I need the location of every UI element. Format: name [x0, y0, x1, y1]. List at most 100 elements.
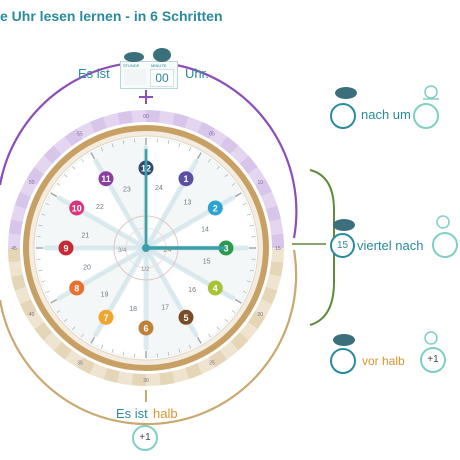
hour-24-number: 23 — [123, 187, 131, 194]
bottom-es-ist: Es ist — [116, 406, 148, 421]
hour-number: 11 — [101, 174, 111, 184]
time-display: STUNDE MINUTE 00 — [120, 61, 178, 89]
inner-label-quarter: 1/4 — [163, 248, 172, 254]
minute-tick — [64, 318, 68, 322]
minute-band-segment — [261, 286, 278, 305]
minute-tick — [45, 202, 50, 206]
top-uhr: Uhr. — [185, 66, 209, 81]
minute-tick — [196, 152, 202, 160]
hour-24-number: 20 — [83, 265, 91, 272]
hour-marker-circle — [178, 171, 194, 187]
inner-label-threequarter: 3/4 — [118, 248, 127, 254]
snail-icon-nach-um — [423, 85, 439, 100]
hours-box — [124, 69, 146, 85]
nach-um-bubble-right — [413, 103, 439, 129]
minute-band-number: 00 — [143, 114, 149, 120]
minute-band-segment — [255, 299, 273, 317]
minute-band-segment — [239, 322, 258, 341]
hour-24-number: 15 — [203, 258, 211, 265]
minute-tick — [167, 351, 170, 356]
minute-tick — [167, 140, 170, 145]
hour-24-number: 17 — [161, 304, 169, 311]
minute-band-number: 05 — [209, 132, 215, 138]
minute-band-segment — [26, 311, 45, 330]
vor-halb-bubble — [330, 348, 356, 374]
minute-band-segment — [34, 322, 53, 341]
minute-band-segment — [19, 299, 37, 317]
minute-band-segment — [247, 311, 266, 330]
minute-tick — [72, 326, 76, 330]
bottom-plus: +1 — [132, 425, 158, 451]
minute-tick — [41, 280, 46, 283]
minute-band-segment — [131, 110, 146, 123]
minute-band-segment — [11, 205, 27, 222]
minute-tick — [246, 280, 251, 283]
minute-band-segment — [184, 363, 203, 380]
minute-band-segment — [43, 332, 62, 351]
minute-band-segment — [230, 332, 249, 351]
minute-band-segment — [269, 261, 284, 277]
minute-tick — [188, 147, 192, 152]
minute-tick — [50, 298, 58, 304]
minute-band-segment — [146, 110, 161, 123]
minute-band-segment — [89, 363, 108, 380]
minute-band-segment — [220, 341, 239, 360]
minute-tick — [81, 158, 84, 163]
lower-outer-arc — [0, 249, 298, 426]
minute-band-segment — [209, 349, 228, 368]
hour-24-number: 19 — [101, 292, 109, 299]
stunde-label: STUNDE — [123, 63, 140, 68]
minute-band-segment — [220, 136, 239, 155]
minute-band-segment — [103, 113, 120, 129]
minute-tick — [90, 336, 96, 344]
minute-tick — [90, 152, 96, 160]
hour-number: 3 — [223, 244, 228, 254]
viertel-nach-number: 15 — [330, 233, 355, 258]
minute-band-number: 45 — [11, 246, 17, 252]
minute-band-segment — [89, 116, 108, 133]
minute-tick — [234, 298, 242, 304]
left-edge-number: 4 — [0, 175, 4, 181]
minute-ticks — [36, 138, 256, 358]
minute-tick — [111, 143, 114, 148]
minute-band-segment — [271, 233, 284, 248]
minute-band-segment — [77, 121, 95, 139]
minute-tick — [224, 174, 228, 178]
minute-band-number: 40 — [29, 312, 35, 318]
minute-band-segment — [247, 166, 266, 185]
hedgehog-icon-vor-halb — [333, 334, 355, 346]
minute-tick — [100, 344, 104, 349]
minute-band-segment — [271, 248, 284, 263]
vor-halb-label: vor halb — [362, 354, 405, 368]
minute-band-segment — [19, 179, 37, 197]
snail-icon-viertel — [436, 215, 450, 229]
nach-um-label: nach um — [361, 107, 411, 122]
minute-band-segment — [53, 136, 72, 155]
minute-band-number: 20 — [258, 312, 264, 318]
hedgehog-icon-nach-um — [335, 87, 357, 99]
hour-24-number: 18 — [129, 306, 137, 313]
minute-band-segment — [159, 371, 175, 386]
minute-tick — [231, 310, 236, 313]
minute-band-number: 30 — [143, 378, 149, 384]
minute-band-segment — [64, 128, 83, 147]
hour-number: 6 — [143, 324, 148, 334]
minute-band-segment — [8, 219, 23, 235]
page-title: e Uhr lesen lernen - in 6 Schritten — [0, 8, 223, 24]
minute-band-segment — [159, 110, 175, 125]
minute-tick — [178, 143, 181, 148]
minute-tick — [64, 174, 68, 178]
minute-band-segment — [14, 191, 31, 210]
minute-tick — [38, 224, 43, 227]
vor-halb-plus: +1 — [420, 347, 446, 373]
minute-band-segment — [209, 128, 228, 147]
minute-tick — [216, 326, 220, 330]
minute-tick — [38, 269, 43, 272]
hour-number: 7 — [103, 313, 108, 323]
minute-band-number: 25 — [209, 360, 215, 366]
minute-tick — [249, 269, 254, 272]
minute-tick — [188, 344, 192, 349]
minute-tick — [56, 183, 61, 186]
minute-band-segment — [172, 367, 189, 383]
minute-tick — [249, 224, 254, 227]
